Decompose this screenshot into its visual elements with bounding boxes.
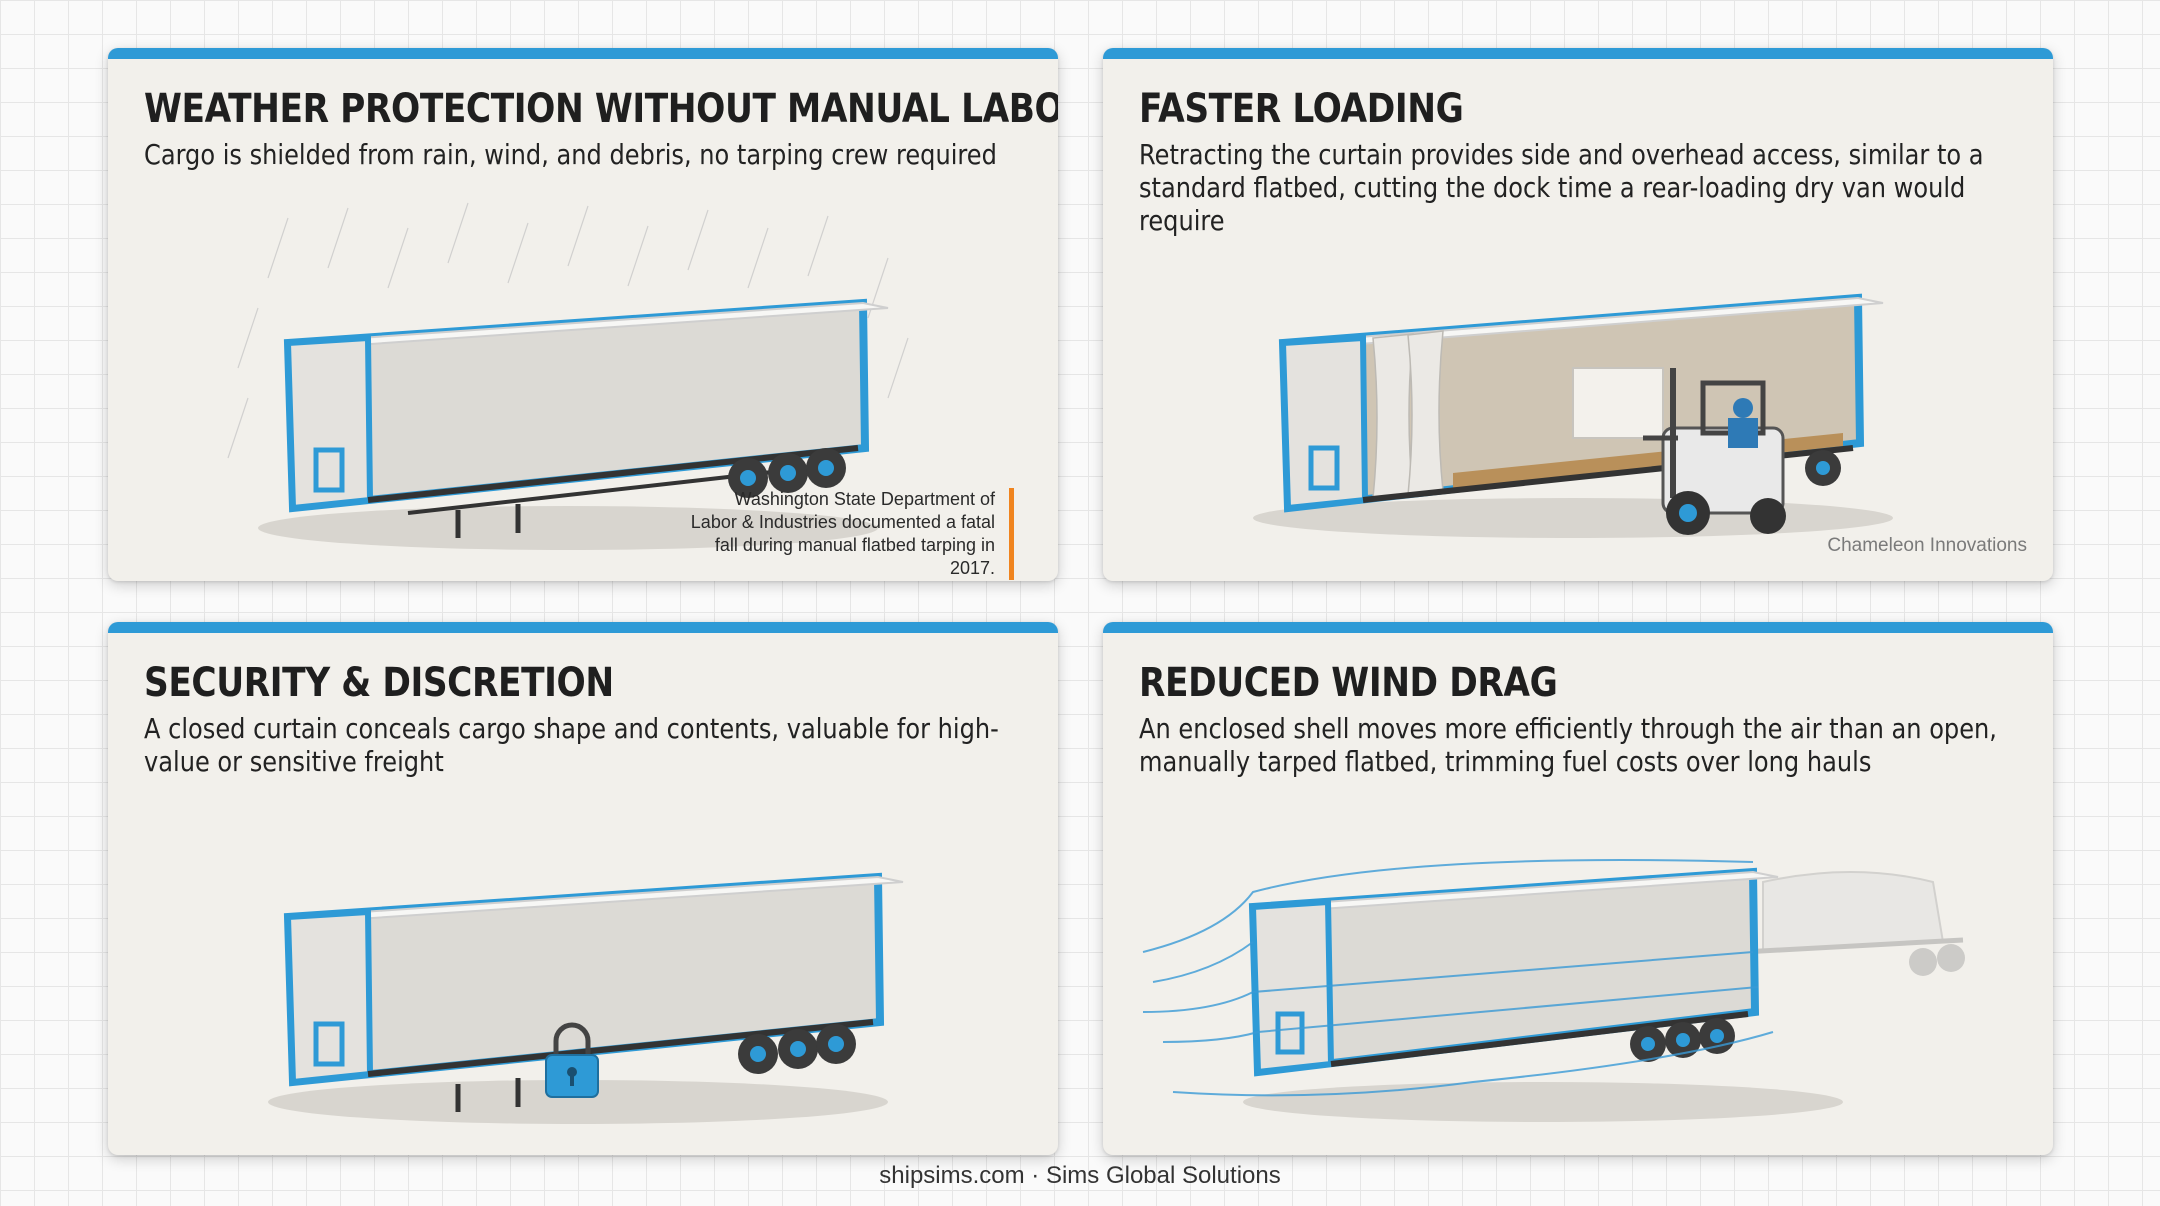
footer-credit: shipsims.com · Sims Global Solutions	[879, 1162, 1281, 1189]
brand-watermark: Chameleon Innovations	[1827, 535, 2027, 556]
trailer-icon	[1243, 867, 1843, 1122]
tarped-flatbed-ghost	[1742, 871, 1965, 976]
card-description: A closed curtain conceals cargo shape an…	[144, 712, 999, 778]
safety-note: Washington State Department of Labor & I…	[684, 488, 1014, 580]
trailer-in-rain-illustration	[227, 202, 909, 550]
wind-flow-icon	[1142, 859, 1774, 1097]
card-description: Retracting the curtain provides side and…	[1139, 138, 1984, 237]
card-reduced-wind-drag: REDUCED WIND DRAG An enclosed shell move…	[1103, 622, 2053, 1155]
card-title: SECURITY & DISCRETION	[144, 660, 614, 706]
card-faster-loading: FASTER LOADING Retracting the curtain pr…	[1103, 48, 2053, 581]
forklift-icon	[1643, 368, 1786, 535]
forklift-loading-illustration	[1253, 293, 1893, 538]
trailer-icon	[268, 872, 904, 1124]
card-title: WEATHER PROTECTION WITHOUT MANUAL LABOR	[144, 86, 1058, 132]
trailer-icon	[1253, 293, 1893, 538]
card-description: Cargo is shielded from rain, wind, and d…	[144, 138, 997, 171]
rain-icon	[227, 202, 909, 459]
padlock-icon	[545, 1022, 599, 1098]
retracted-curtain	[1372, 330, 1444, 499]
aerodynamic-trailer-illustration	[1142, 859, 1965, 1122]
trailer-icon	[258, 298, 889, 550]
card-title: REDUCED WIND DRAG	[1139, 660, 1558, 706]
card-weather-protection: WEATHER PROTECTION WITHOUT MANUAL LABOR …	[108, 48, 1058, 581]
locked-trailer-illustration	[268, 872, 904, 1124]
card-title: FASTER LOADING	[1139, 86, 1464, 132]
card-security-discretion: SECURITY & DISCRETION A closed curtain c…	[108, 622, 1058, 1155]
card-description: An enclosed shell moves more efficiently…	[1139, 712, 1997, 778]
